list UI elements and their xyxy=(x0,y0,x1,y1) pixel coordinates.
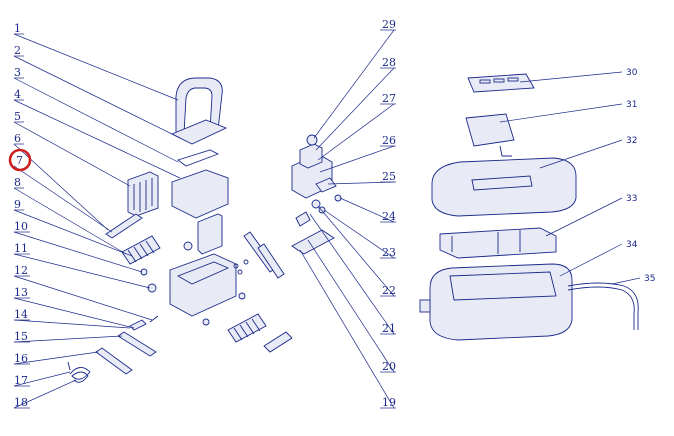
part-label: 3 xyxy=(14,66,21,79)
part-label: 20 xyxy=(382,360,396,373)
part-label: 5 xyxy=(14,110,21,123)
circuit-board-part xyxy=(465,113,515,147)
wheel-cap-part xyxy=(147,283,157,293)
part-label: 35 xyxy=(644,274,655,284)
part-label: 8 xyxy=(14,176,21,189)
connector-part xyxy=(419,299,431,313)
part-label: 23 xyxy=(382,246,396,259)
base-housing-part xyxy=(429,263,573,341)
part-label: 13 xyxy=(14,286,28,299)
part-label: 14 xyxy=(14,308,28,321)
part-label: 17 xyxy=(14,374,28,387)
part-label: 31 xyxy=(626,100,637,110)
end-cap-part xyxy=(263,331,293,353)
part-label: 27 xyxy=(382,92,396,105)
part-label: 11 xyxy=(14,242,28,255)
side-rail-part xyxy=(105,213,143,239)
clip-part xyxy=(129,319,147,331)
part-label: 33 xyxy=(626,194,637,204)
part-label: 30 xyxy=(626,68,638,78)
bracket-part xyxy=(315,177,337,193)
part-label: 28 xyxy=(382,56,396,69)
top-cover-part xyxy=(170,119,228,145)
part-label: 10 xyxy=(14,220,28,233)
part-label: 16 xyxy=(14,352,28,365)
part-label-highlighted: 7 xyxy=(16,154,23,167)
power-supply-assembly xyxy=(419,73,639,341)
part-label: 4 xyxy=(14,88,21,101)
seal-part xyxy=(295,211,311,227)
spring-part xyxy=(69,367,91,383)
motor-assembly xyxy=(291,134,342,227)
part-label: 12 xyxy=(14,264,28,277)
side-filter-part xyxy=(197,213,223,255)
brush-roller-right xyxy=(227,313,267,343)
suction-plate-part xyxy=(291,229,335,255)
small-cap-part xyxy=(202,318,210,326)
top-lid-part xyxy=(431,157,577,217)
part-label: 6 xyxy=(14,132,21,145)
rod-lower-part xyxy=(257,243,285,279)
clip-plate-part xyxy=(177,149,220,167)
upper-housing-part xyxy=(171,169,229,219)
track-belt-lower-part xyxy=(95,347,133,375)
nut-part xyxy=(334,194,342,202)
part-label: 21 xyxy=(382,322,396,335)
track-belt-part xyxy=(117,331,157,357)
right-labels: 30 31 32 33 34 35 xyxy=(626,68,655,284)
part-label: 9 xyxy=(14,198,21,211)
part-label: 1 xyxy=(14,22,21,35)
cable-part xyxy=(567,282,639,330)
part-label: 18 xyxy=(14,396,28,409)
control-panel-part xyxy=(467,73,535,93)
part-label: 15 xyxy=(14,330,28,343)
part-label: 19 xyxy=(382,396,396,409)
main-body-part xyxy=(169,253,237,317)
leader-lines xyxy=(13,29,641,409)
part-label: 24 xyxy=(382,210,396,223)
middle-labels: 29 28 27 26 25 24 23 22 21 20 19 xyxy=(380,18,396,409)
left-labels: 1 2 3 4 5 6 7 8 9 10 11 12 13 14 15 16 1… xyxy=(8,22,32,409)
robot-assembly xyxy=(67,77,335,383)
highlight-circle xyxy=(8,148,32,172)
gear-part xyxy=(183,241,193,251)
part-label: 29 xyxy=(382,18,396,31)
part-label: 2 xyxy=(14,44,21,57)
filter-basket-part xyxy=(127,171,159,217)
part-label: 22 xyxy=(382,284,396,297)
bushing-right-part xyxy=(238,292,246,300)
brush-roller-left xyxy=(121,235,161,265)
part-label: 34 xyxy=(626,240,638,250)
handle-part xyxy=(175,77,223,135)
part-label: 26 xyxy=(382,134,396,147)
part-label: 25 xyxy=(382,170,396,183)
part-label: 32 xyxy=(626,136,637,146)
